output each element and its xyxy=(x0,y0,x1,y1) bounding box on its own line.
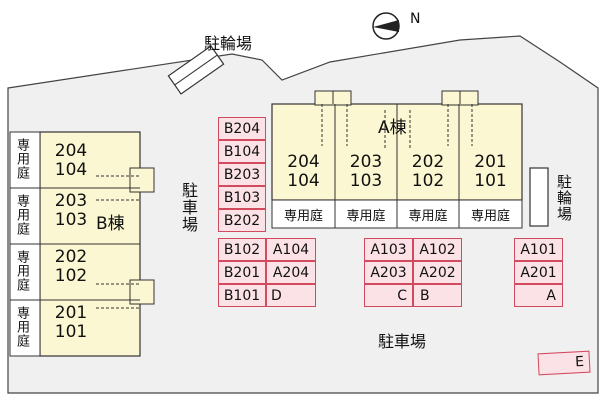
compass-label: N xyxy=(410,11,421,27)
building-b-unit-204-104: 204 104 xyxy=(54,141,88,180)
building-b-name: B棟 xyxy=(96,214,125,234)
parking-space-b201: B201 xyxy=(218,261,266,284)
building-a-unit-201-101: 201 101 xyxy=(474,152,507,191)
parking-space-d: D xyxy=(266,284,316,307)
building-b-unit-201-101: 201 101 xyxy=(54,303,88,342)
building-a-outline xyxy=(271,90,523,229)
parking-space-b102: B102 xyxy=(218,238,266,261)
parking-space-a203: A203 xyxy=(364,261,413,284)
parking-space-a102: A102 xyxy=(413,238,462,261)
building-a-unit-202-102: 202 102 xyxy=(411,152,445,191)
parking-space-b204: B204 xyxy=(218,117,266,140)
compass-icon xyxy=(372,12,400,40)
parking-space-a: A xyxy=(514,284,563,307)
building-b-unit-203-103: 203 103 xyxy=(54,191,88,230)
parking-space-a204: A204 xyxy=(266,261,316,284)
parking-space-b104: B104 xyxy=(218,140,266,163)
bicycle-parking-top-label: 駐輪場 xyxy=(204,34,253,53)
parking-bottom-label: 駐車場 xyxy=(378,332,427,351)
parking-space-b203: B203 xyxy=(218,163,266,186)
building-b-garden-2: 専用庭 xyxy=(14,194,29,236)
building-b-unit-202-102: 202 102 xyxy=(54,247,88,286)
building-b-outline xyxy=(9,131,155,357)
parking-space-a202: A202 xyxy=(413,261,462,284)
parking-space-a104: A104 xyxy=(266,238,316,261)
parking-space-a101: A101 xyxy=(514,238,563,261)
bicycle-shed-right xyxy=(529,167,549,227)
building-b-garden-3: 専用庭 xyxy=(14,250,29,292)
parking-left-label: 駐車場 xyxy=(179,182,198,233)
parking-space-b: B xyxy=(413,284,462,307)
building-a-unit-203-103: 203 103 xyxy=(349,152,383,191)
parking-space-a201: A201 xyxy=(514,261,563,284)
building-a-garden-2: 専用庭 xyxy=(346,209,386,224)
building-a-garden-3: 専用庭 xyxy=(408,209,448,224)
parking-space-b101: B101 xyxy=(218,284,266,307)
parking-space-e: E xyxy=(537,350,591,376)
building-a-garden-1: 専用庭 xyxy=(283,209,323,224)
parking-space-c: C xyxy=(364,284,413,307)
building-b-garden-1: 専用庭 xyxy=(14,138,29,180)
building-a-unit-204-104: 204 104 xyxy=(287,152,320,191)
building-b-garden-4: 専用庭 xyxy=(14,306,29,348)
parking-space-a103: A103 xyxy=(364,238,413,261)
parking-space-b202: B202 xyxy=(218,209,266,232)
bicycle-shed-top xyxy=(167,45,225,95)
bicycle-parking-right-label: 駐輪場 xyxy=(555,174,573,222)
parking-space-b103: B103 xyxy=(218,186,266,209)
building-a-name: A棟 xyxy=(378,118,407,138)
building-a-garden-4: 専用庭 xyxy=(470,209,510,224)
